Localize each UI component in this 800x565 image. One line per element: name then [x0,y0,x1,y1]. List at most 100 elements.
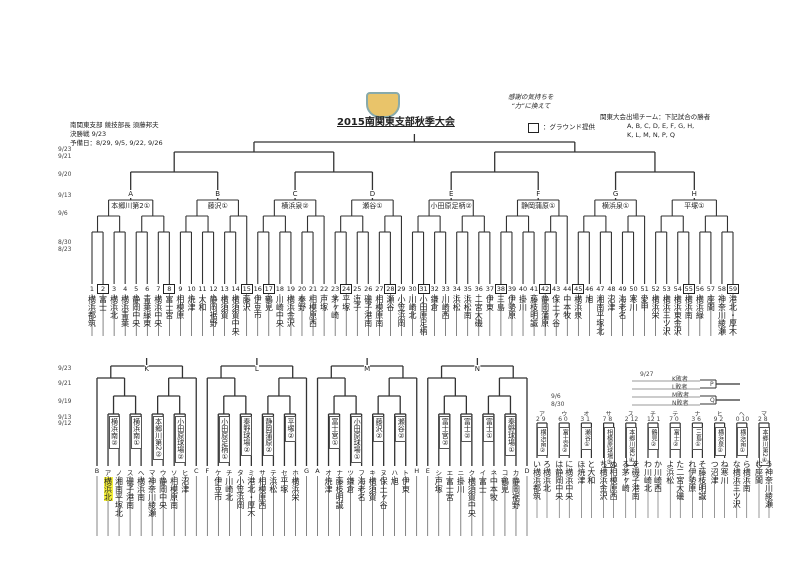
match-id: マ [761,411,768,418]
match-score: 3 1 [580,416,590,423]
team-number: 50 [629,285,638,293]
team-name: 川崎北 [224,477,234,501]
team-number: 34 [452,285,461,293]
ground-box: 秦野球場① [505,416,517,456]
team-name: 磯子港南 [125,477,135,509]
team-name: む座間 [754,460,764,484]
entry-code: チ [226,469,233,477]
group-letter: B [215,190,221,198]
team-name: 静岡中央 [131,295,141,327]
team-name: 焼津 [324,477,334,493]
group-letter: D [369,190,376,198]
team-name: 中本牧 [562,295,572,319]
team-number: 52 [651,285,660,293]
team-name: ち横浜金沢 [599,460,609,500]
ground-box: 藤沢② [373,416,385,442]
group-winner: 平塚① [684,201,705,211]
ground-box: 鶴見② [648,427,659,450]
team-name: 横浜南 [136,477,146,501]
ground-box: 小田原足柄① [218,416,230,463]
entry-code: A [315,467,320,475]
group-winner: 静岡蒲原① [521,201,556,211]
pq-row-label: N敗者 [672,400,689,407]
team-name: 鎌倉 [430,295,440,311]
group-letter: F [536,190,541,198]
ground-box: 横浜南② [537,427,548,456]
ground-box: 富士② [461,416,473,442]
team-name: 伊豆市 [253,295,263,319]
match-score: 2 9 [536,416,546,423]
team-number: 21 [308,285,318,293]
team-number: 10 [187,285,196,293]
team-number: 2 [97,284,110,294]
team-name: 横浜青葉 [120,295,130,327]
team-name: 藤枝明誠 [335,477,345,509]
team-name: 横浜都筑 [87,295,97,327]
team-name: 海老名 [617,295,627,319]
kanto-label: 関東大会出場チーム：下記試合の勝者 [600,113,711,121]
team-number: 46 [585,285,594,293]
team-name: ね寒川 [720,460,730,484]
team-name: 相模原 [175,295,185,319]
team-name: 相模原南 [169,477,179,509]
team-number: 25 [353,285,362,293]
team-number: 17 [262,284,275,294]
ground-box: 静岡蒲原② [262,416,274,456]
team-name: 伊豆市 [213,477,223,501]
team-name: 青葉緑東 [142,295,152,327]
team-name: 瀬谷 [385,295,395,311]
entry-code: ハ [391,469,398,477]
team-name: 愛甲 [640,295,650,311]
ground-box: 本郷川第2② [152,416,164,461]
team-name: 逗子 [352,295,362,311]
team-name: わ川崎北 [643,460,653,492]
team-name: 二宮大磯 [474,295,484,327]
team-name: 旭 [390,477,400,485]
round-date: 9/27 [640,371,654,378]
ground-box: 本郷川第2④ [759,427,770,466]
entry-code: オ [325,469,332,477]
team-name: 保土ヶ谷 [551,295,561,327]
entry-code: ヒ [181,469,189,477]
entry-code: ツ [347,469,354,477]
team-name: 鶴見 [264,295,274,311]
match-id: ス [627,411,634,418]
ground-legend-label: ：グラウンド提供 [543,123,595,131]
group-winner: 本郷川第2① [111,201,151,211]
team-number: 31 [417,284,430,294]
entry-code: コ [501,469,509,477]
team-name: 静岡蒲原 [540,295,550,327]
team-name: 藤枝明誠 [529,295,539,327]
team-name: 神奈川綾瀬 [717,295,727,335]
team-number: 6 [145,285,150,293]
team-name: 富士宮 [445,477,455,501]
team-name: 藤沢 [242,295,252,311]
team-number: 11 [198,285,207,293]
team-name: 三島 [496,295,506,311]
team-name: 湘南平塚北 [114,477,124,517]
group-winner: 横浜泉① [601,201,630,211]
team-number: 36 [474,285,483,293]
team-number: 19 [286,285,296,293]
team-name: 座間 [706,295,716,311]
entry-code: E [425,467,430,475]
entry-code: B [94,467,100,475]
team-name: 富士 [478,477,488,493]
match-score: 0 10 [735,416,750,423]
team-name: 富士宮 [164,295,174,319]
team-name: 秦野 [297,295,307,311]
team-number: 38 [494,284,507,294]
team-number: 42 [539,284,552,294]
entry-code: ソ [170,469,178,477]
match-score: 7 8 [602,416,613,423]
group-letter: N [474,365,480,373]
team-name: 静岡裾野 [511,477,521,509]
team-number: 40 [518,285,528,293]
entry-code: サ [259,469,266,477]
entry-code: セ [281,469,288,477]
round-date: 9/20 [58,171,72,178]
team-number: 39 [507,285,517,293]
team-number: 56 [695,285,704,293]
team-name: 小田原足柄 [419,295,429,335]
entry-code: ネ [490,469,498,477]
